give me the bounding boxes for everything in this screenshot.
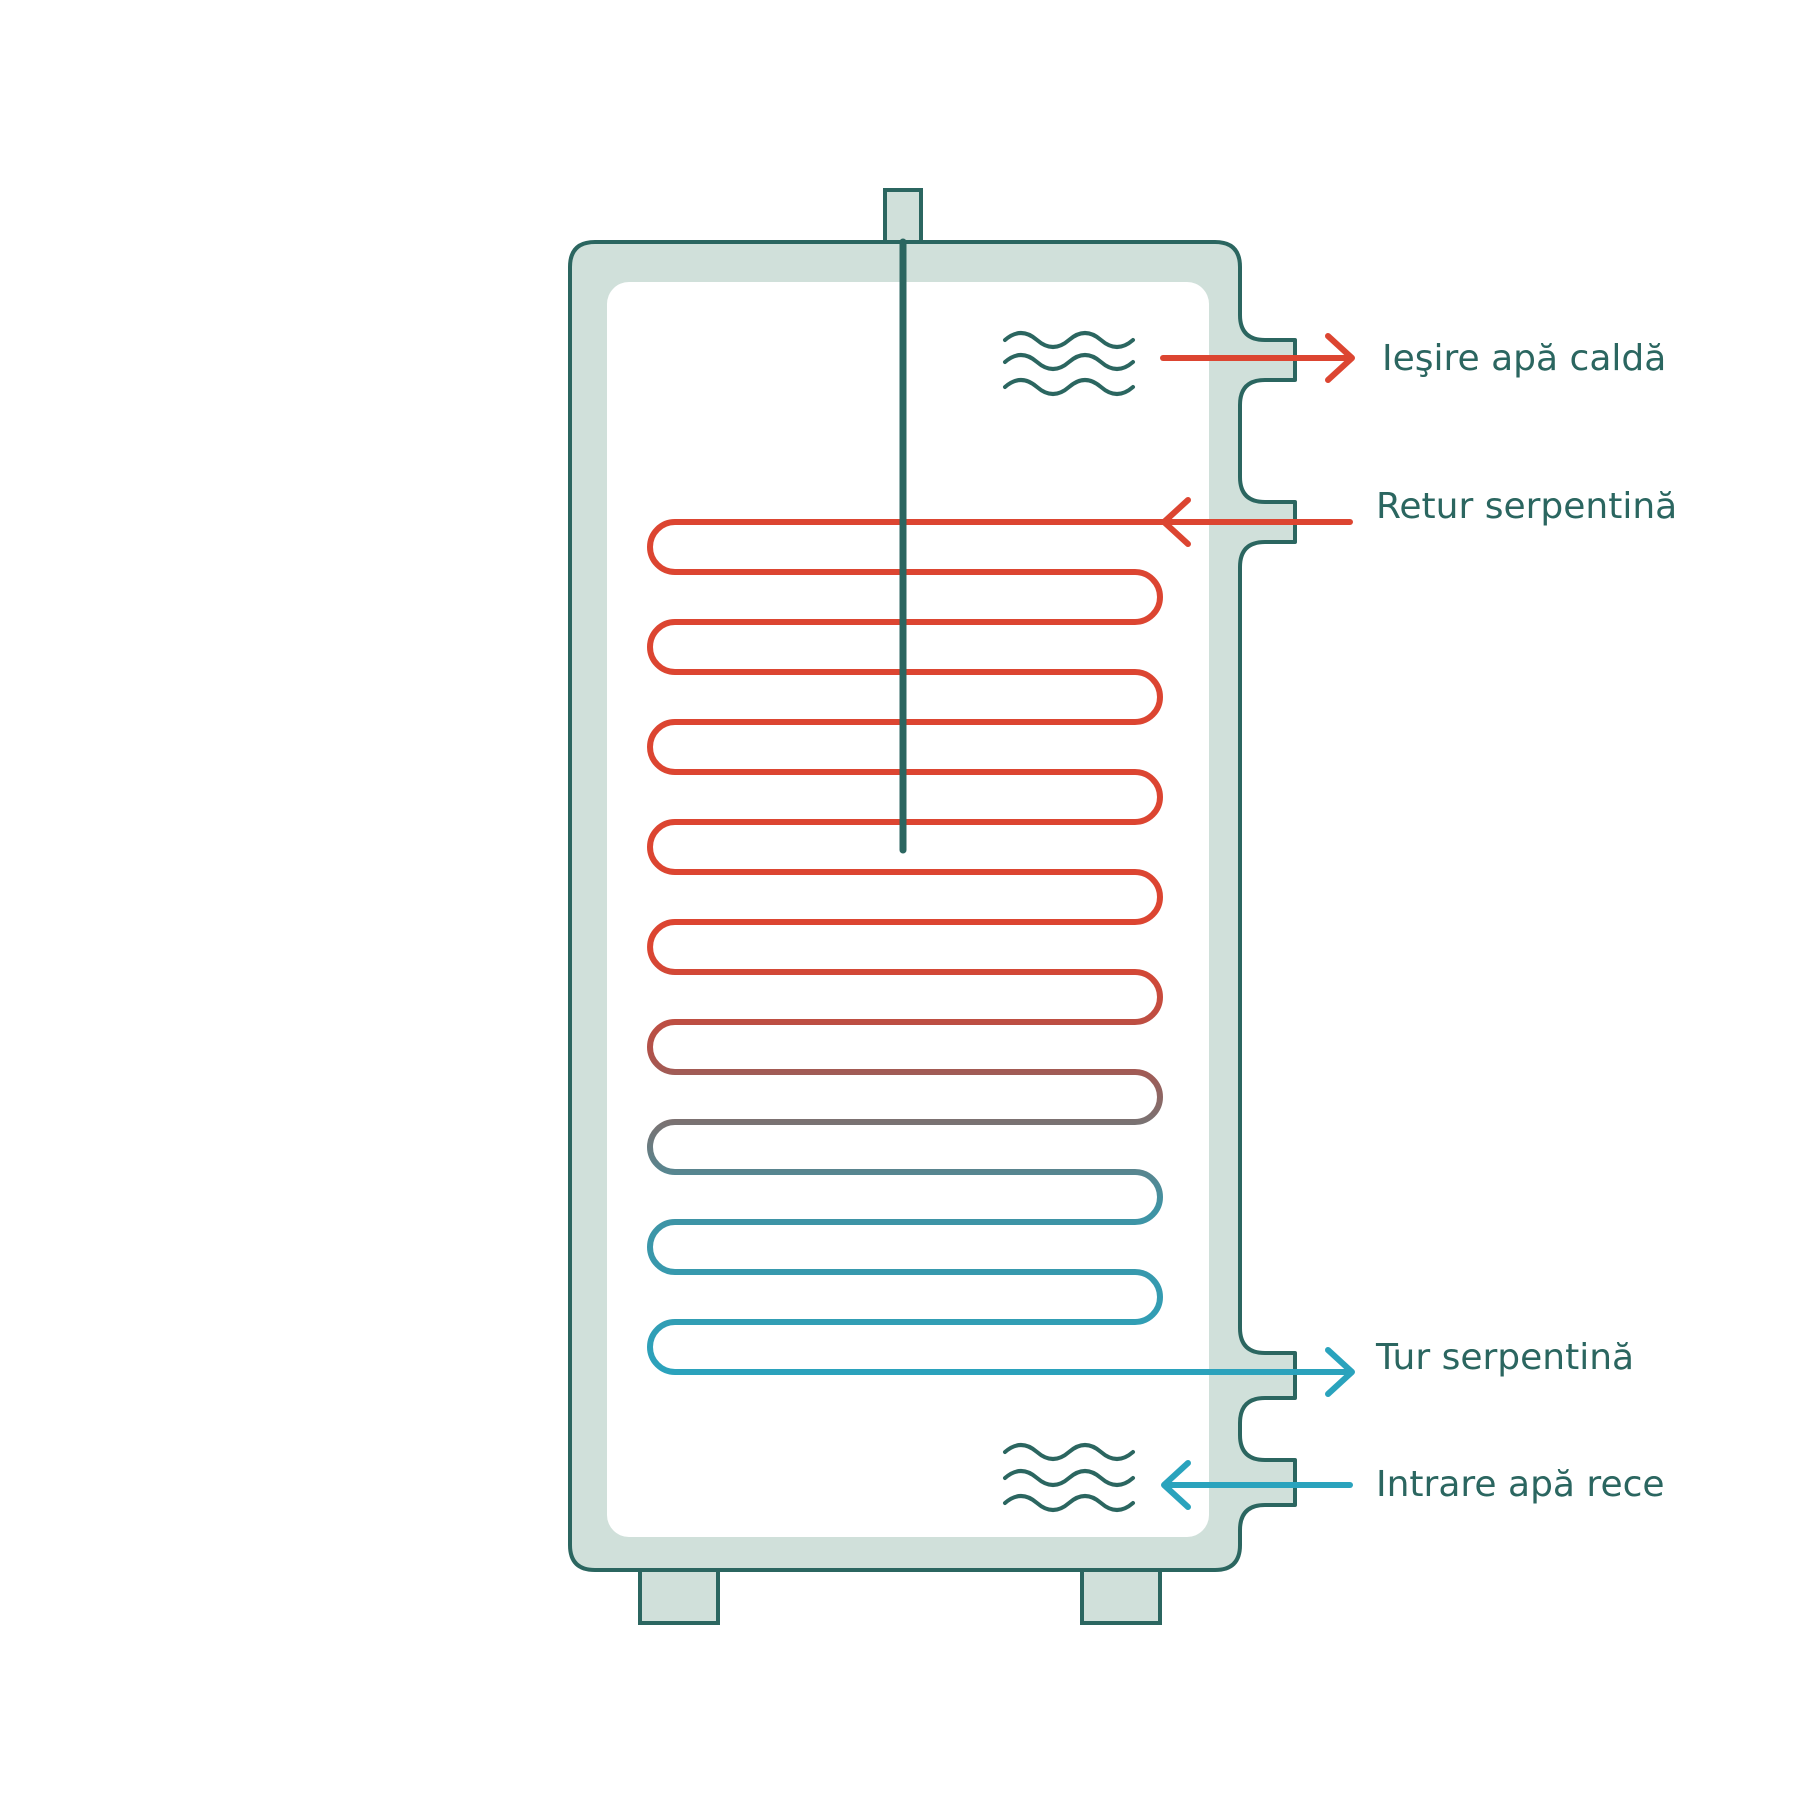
tank: [568, 188, 1297, 1625]
hot-water-waves-icon: [1003, 331, 1135, 396]
top-cap: [883, 188, 923, 244]
heating-coil: [647, 519, 1353, 1375]
right-foot: [1080, 1568, 1162, 1625]
label-coil-return: Retur serpentină: [1376, 486, 1677, 527]
label-hot-water-out: Ieşire apă caldă: [1382, 338, 1666, 379]
hot-water-out-arrow: [1160, 333, 1355, 383]
tank-inner-chamber: [607, 282, 1209, 1537]
coil-flow-arrow: [1325, 1347, 1355, 1397]
label-coil-flow: Tur serpentină: [1375, 1337, 1634, 1378]
coil-return-arrow: [1161, 497, 1191, 547]
left-foot: [638, 1568, 720, 1625]
cold-water-waves-icon: [1003, 1443, 1135, 1512]
cold-water-in-arrow: [1161, 1460, 1353, 1510]
label-cold-water-in: Intrare apă rece: [1376, 1464, 1665, 1505]
